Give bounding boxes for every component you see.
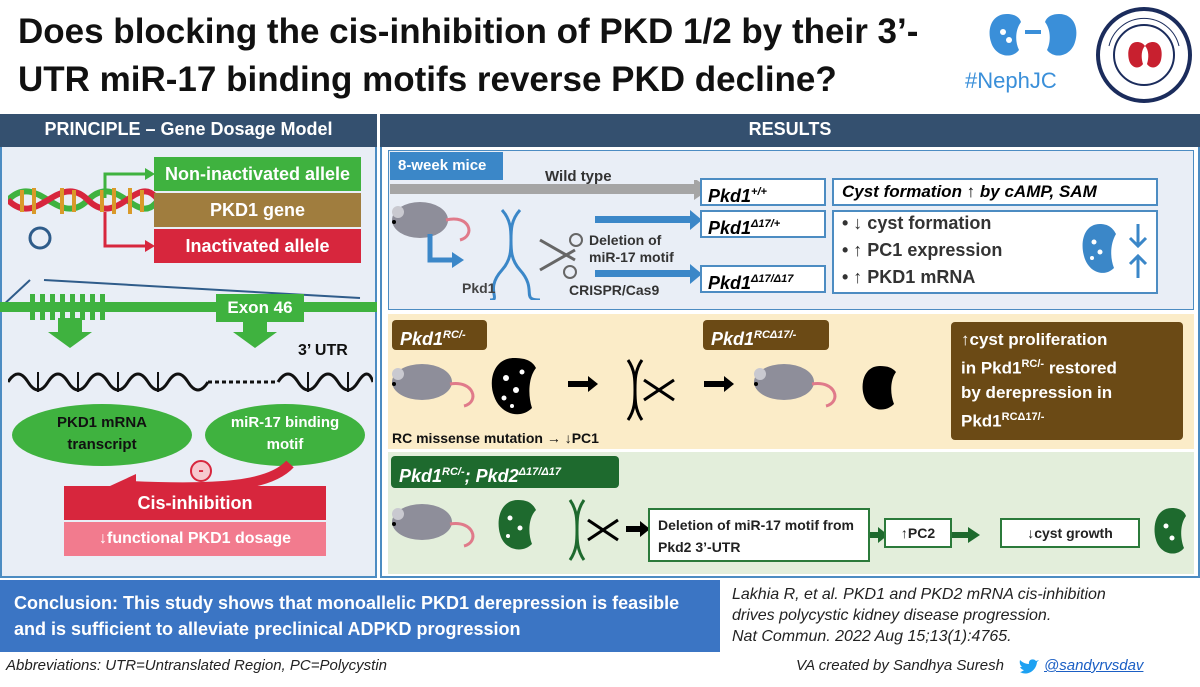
kidney-arrows-icon: [1082, 224, 1148, 278]
non-inactivated-allele: Non-inactivated allele: [154, 157, 361, 191]
genotype-wildtype: Pkd1+/+: [700, 178, 826, 206]
kidney-icon: [1154, 508, 1186, 554]
crispr-label: CRISPR/Cas9: [569, 282, 660, 298]
results-header: RESULTS: [380, 114, 1200, 147]
rc-result-line2: in Pkd1RC/- restored: [961, 358, 1117, 378]
principle-header: PRINCIPLE – Gene Dosage Model: [0, 114, 377, 147]
rc-result-line4: Pkd1RCΔ17/-: [961, 410, 1045, 431]
genotype-heterozygous: Pkd1Δ17/+: [700, 210, 826, 238]
pkd2-flow-icon: [392, 499, 650, 561]
inactivated-allele: Inactivated allele: [154, 229, 361, 263]
rc-genotype-tag: Pkd1RC/-: [392, 320, 487, 350]
pkd1-gene-label: PKD1 gene: [154, 193, 361, 227]
exon-46-label: Exon 46: [216, 294, 304, 322]
hashtag: #NephJC: [965, 68, 1057, 93]
citation-line1: Lakhia R, et al. PKD1 and PKD2 mRNA cis-…: [732, 586, 1106, 603]
pc2-box: ↑PC2: [884, 518, 952, 548]
minus-sign: -: [190, 460, 212, 482]
wildtype-flow-icon: [390, 180, 710, 300]
pkd1-mrna-transcript: PKD1 mRNA transcript: [12, 404, 192, 466]
wild-type-label: Wild type: [545, 168, 612, 185]
abbreviations: Abbreviations: UTR=Untranslated Region, …: [6, 657, 388, 674]
rc-result-box: ↑cyst proliferation in Pkd1RC/- restored…: [951, 322, 1183, 440]
arrow-icon: [870, 527, 980, 543]
mrna-wave-icon: [8, 372, 373, 392]
twitter-icon: [1019, 659, 1039, 674]
pkd1-gene-tag: Pkd1: [462, 280, 496, 296]
cyst-growth-box: ↓cyst growth: [1000, 518, 1140, 548]
rc-missense-label: RC missense mutation → ↓PC1: [392, 430, 599, 446]
pkd2-deletion-box: Deletion of miR-17 motif from Pkd2 3’-UT…: [648, 508, 870, 562]
mice-age-label: 8-week mice: [390, 152, 503, 180]
cis-inhibition-label: Cis-inhibition: [64, 486, 326, 520]
kidney-logo-icon: [989, 14, 1077, 56]
credit: VA created by Sandhya Suresh: [796, 657, 1004, 674]
genotype-homozygous: Pkd1Δ17/Δ17: [700, 265, 826, 293]
functional-dosage-label: ↓functional PKD1 dosage: [64, 522, 326, 556]
cyst-camp-label: Cyst formation ↑ by cAMP, SAM: [832, 178, 1158, 206]
citation-line2: drives polycystic kidney disease progres…: [732, 607, 1052, 624]
page-title: Does blocking the cis-inhibition of PKD …: [18, 12, 919, 99]
rc-result-line1: ↑cyst proliferation: [961, 330, 1108, 349]
nephrology-seal-icon: [1096, 7, 1192, 103]
dna-helix-icon: [8, 188, 158, 250]
mir17-binding-motif: miR-17 binding motif: [205, 404, 365, 466]
bullet-mrna: • ↑ PKD1 mRNA: [842, 267, 976, 287]
conclusion-box: Conclusion: This study shows that monoal…: [0, 580, 720, 652]
twitter-handle-link[interactable]: @sandyrvsdav: [1044, 657, 1144, 674]
citation: Lakhia R, et al. PKD1 and PKD2 mRNA cis-…: [732, 584, 1106, 647]
deletion-label: Deletion of miR-17 motif: [589, 232, 674, 265]
allele-arrows-icon: [103, 168, 155, 252]
utr-label: 3’ UTR: [298, 342, 348, 359]
gene-structure-icon: [0, 279, 377, 348]
bullet-cyst: • ↓ cyst formation: [842, 213, 992, 233]
rc-result-line3: by derepression in: [961, 382, 1113, 402]
rcd-genotype-tag: Pkd1RCΔ17/-: [703, 320, 829, 350]
rc-flow-icon: [392, 358, 896, 421]
citation-line3: Nat Commun. 2022 Aug 15;13(1):4765.: [732, 628, 1012, 645]
bullet-pc1: • ↑ PC1 expression: [842, 240, 1003, 260]
pkd2-genotype-tag: Pkd1RC/-; Pkd2Δ17/Δ17: [391, 456, 619, 488]
